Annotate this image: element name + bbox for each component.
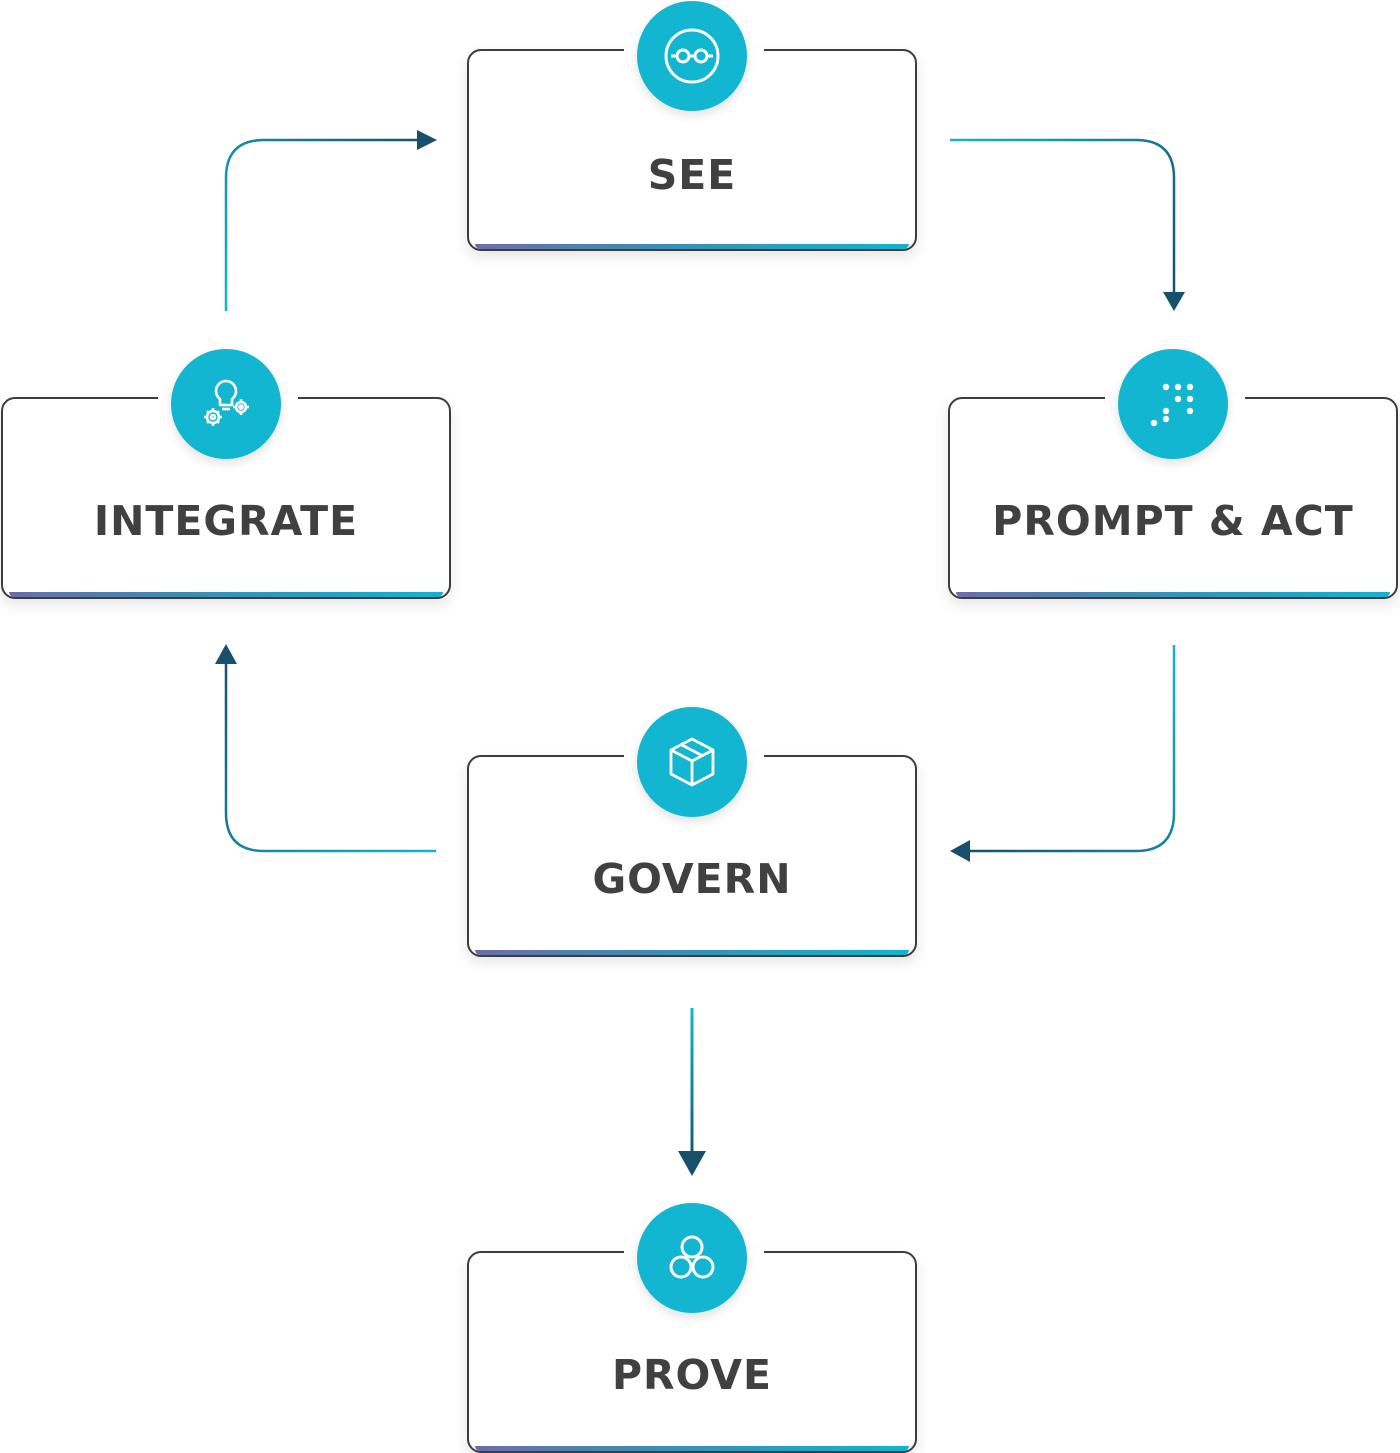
node-prompt-act-label: PROMPT & ACT (992, 497, 1354, 545)
edge-govern-integrate (224, 660, 436, 853)
node-prove-label: PROVE (611, 1351, 773, 1399)
card-accent-bar (475, 1446, 909, 1451)
arrowhead-to-govern (950, 840, 970, 862)
dot-grid-icon (1118, 349, 1228, 459)
node-integrate-label: INTEGRATE (93, 497, 359, 545)
arrowhead-to-prove (678, 1151, 706, 1176)
arrowhead-to-integrate (215, 644, 237, 664)
lightbulb-gears-icon (171, 349, 281, 459)
node-govern-label: GOVERN (592, 855, 792, 903)
edge-integrate-see (224, 138, 420, 311)
arrowhead-to-prompt (1163, 292, 1185, 311)
edge-see-prompt (950, 138, 1176, 296)
three-circles-icon (637, 1203, 747, 1313)
cube-icon (637, 707, 747, 817)
arrowhead-to-see (417, 130, 437, 150)
card-accent-bar (475, 244, 909, 249)
card-accent-bar (9, 592, 443, 597)
glasses-icon (637, 1, 747, 111)
card-accent-bar (475, 950, 909, 955)
card-accent-bar (956, 592, 1390, 597)
node-see-label: SEE (647, 151, 737, 199)
edge-prompt-govern (966, 645, 1176, 853)
